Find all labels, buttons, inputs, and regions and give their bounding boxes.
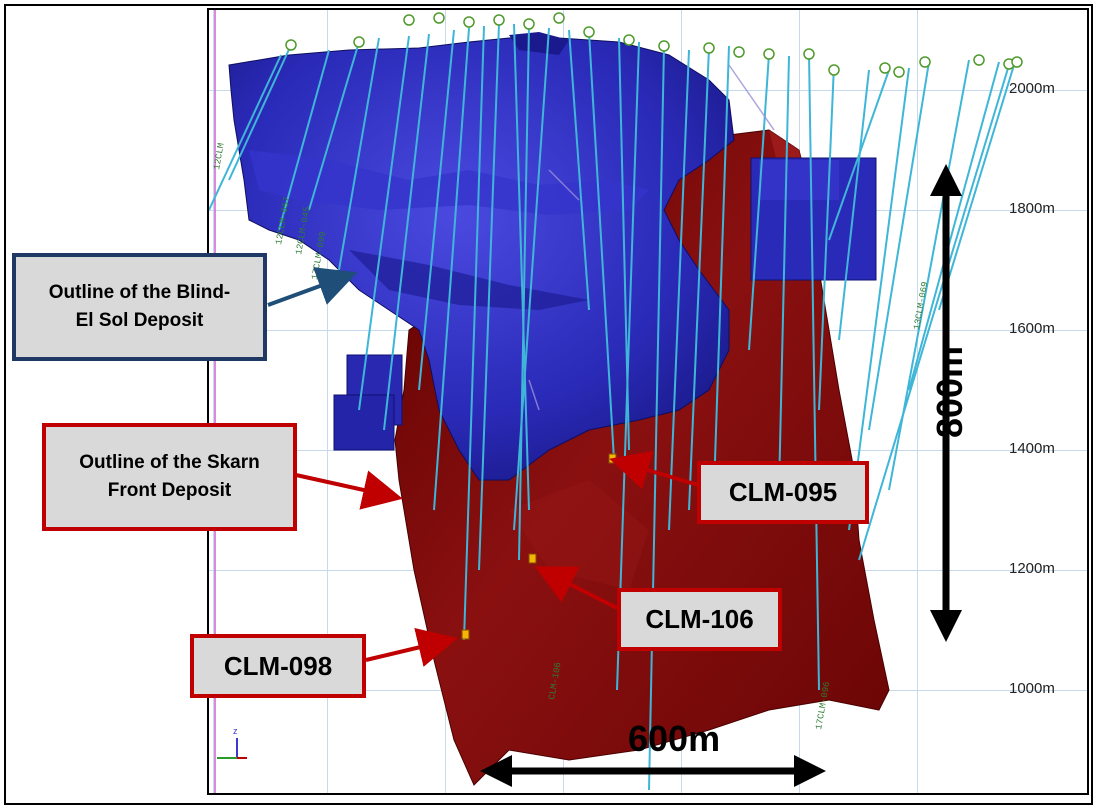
- elevation-label: 1000m: [1009, 680, 1055, 697]
- blind-el-sol-layer: [349, 250, 589, 310]
- blind-el-sol-arrow: [267, 267, 358, 307]
- skarn-front-highlight: [509, 480, 649, 590]
- skarn-front-callout: Outline of the Skarn Front Deposit: [42, 423, 297, 531]
- drill-collars: [285, 12, 1023, 78]
- blind-el-sol-block-east-face: [759, 160, 839, 200]
- vertical-scale-arrowhead-top: [930, 164, 962, 196]
- elevation-label: 2000m: [1009, 80, 1055, 97]
- elevation-label: 1400m: [1009, 440, 1055, 457]
- skarn-front-callout-line1: Outline of the Skarn: [79, 452, 260, 473]
- elevation-label: 1200m: [1009, 560, 1055, 577]
- intercept-marker-clm-098: [461, 629, 470, 640]
- blind-el-sol-layer: [249, 150, 649, 215]
- axis-indicator-label: z: [233, 726, 238, 736]
- skarn-front-arrow: [295, 470, 403, 510]
- intercept-marker-clm-106: [528, 553, 537, 564]
- vertical-scale-arrowhead-bottom: [930, 610, 962, 642]
- blind-el-sol-callout: Outline of the Blind- El Sol Deposit: [12, 253, 267, 361]
- clm-095-arrow: [609, 450, 699, 490]
- grid-line: [213, 10, 214, 793]
- blind-el-sol-callout-line1: Outline of the Blind-: [48, 282, 231, 303]
- elevation-label: 1800m: [1009, 200, 1055, 217]
- horizontal-scale-arrowhead-right: [794, 755, 826, 787]
- clm-095-callout: CLM-095: [697, 461, 869, 524]
- drill-hole-traces-secondary: [528, 64, 775, 411]
- drill-hole-traces: [209, 23, 1015, 791]
- skarn-front-callout-line2: Front Deposit: [107, 480, 232, 501]
- horizontal-dimension-label: 600m: [628, 718, 721, 759]
- grid-line: [917, 10, 918, 793]
- blind-el-sol-layer: [509, 32, 569, 55]
- drill-hole-label: 12CLM: [212, 142, 227, 170]
- clm-106-arrow: [534, 566, 618, 610]
- clm-098-callout: CLM-098: [190, 634, 366, 698]
- horizontal-scale-arrowhead-left: [480, 755, 512, 787]
- vertical-dimension-label: 800m: [929, 345, 970, 439]
- clm-098-arrow: [365, 627, 458, 667]
- blind-el-sol-callout-line2: El Sol Deposit: [75, 310, 204, 331]
- elevation-label: 1600m: [1009, 320, 1055, 337]
- axis-indicator: z: [217, 726, 247, 759]
- grid-line: [327, 10, 328, 793]
- clm-106-callout: CLM-106: [617, 588, 782, 651]
